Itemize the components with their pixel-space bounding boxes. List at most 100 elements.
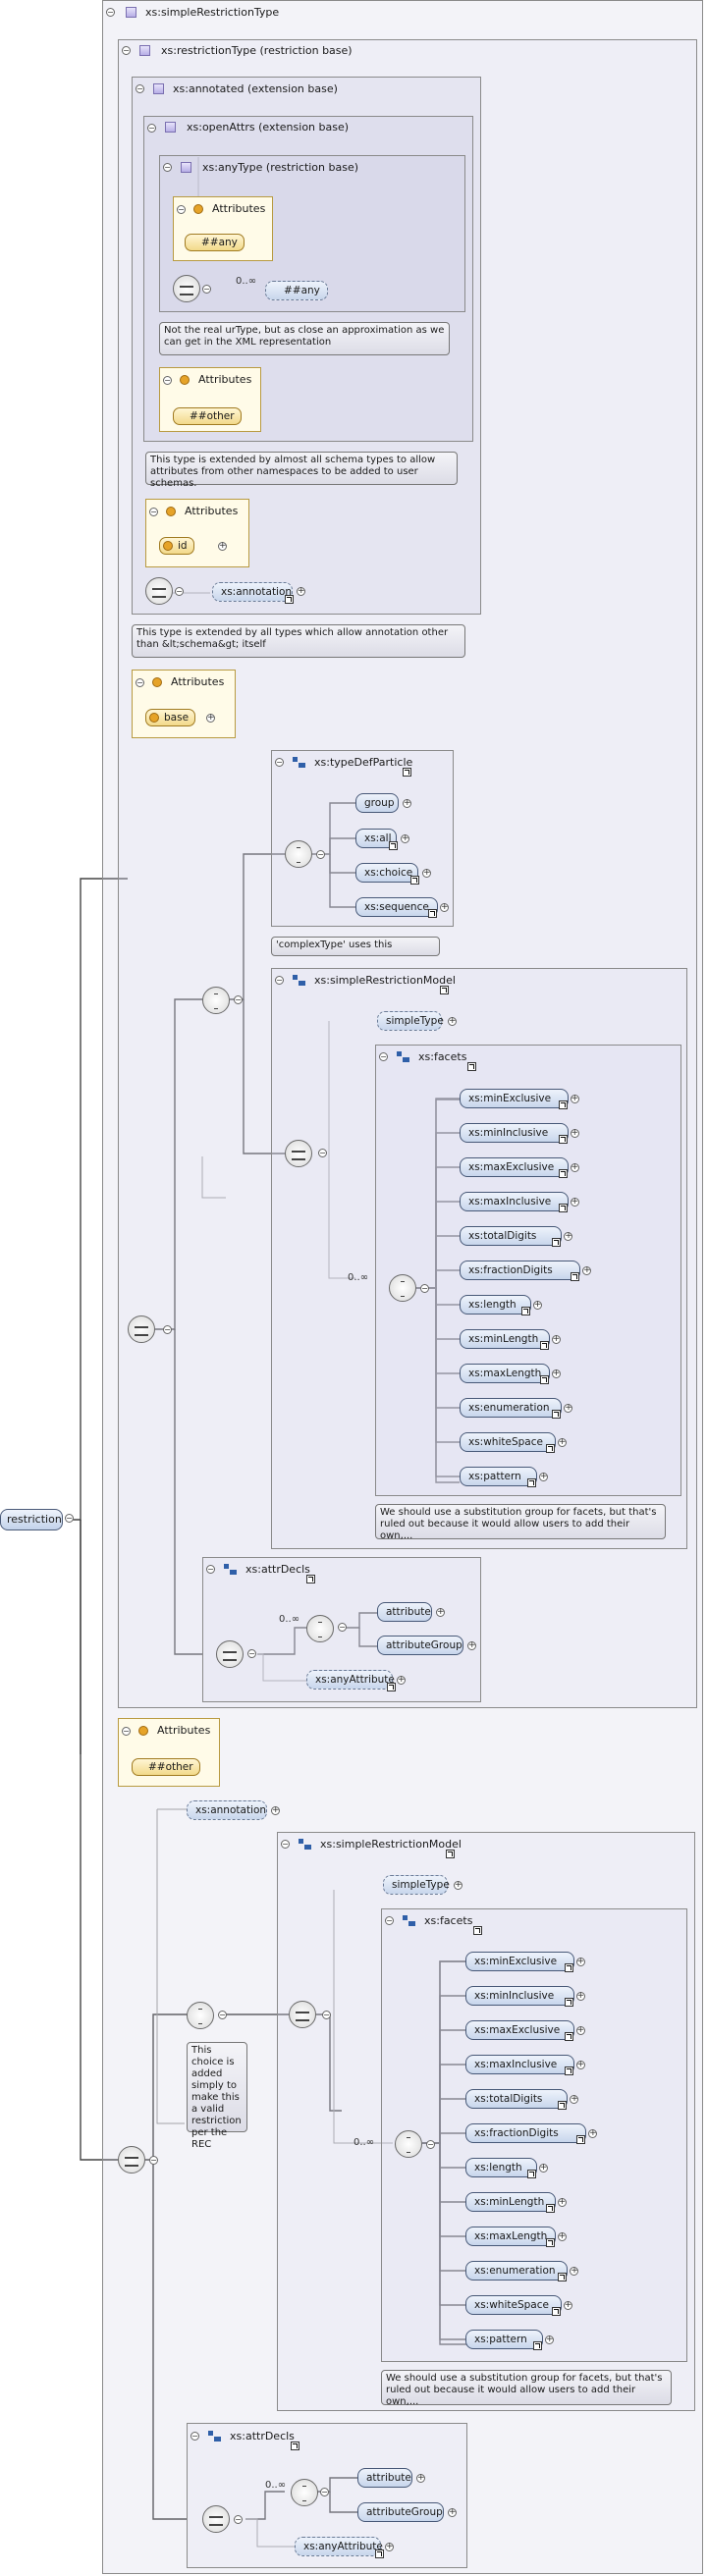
facet-element[interactable]: xs:totalDigits (465, 2089, 569, 2109)
facet-element[interactable]: xs:length (465, 2158, 537, 2177)
expand-icon[interactable]: + (570, 1162, 579, 1172)
expand-icon[interactable]: + (545, 2334, 554, 2344)
expand-icon[interactable]: + (575, 2025, 585, 2035)
collapse-toggle[interactable]: − (149, 508, 158, 516)
expand-icon[interactable]: + (397, 1675, 406, 1685)
collapse-toggle[interactable]: − (320, 2488, 329, 2496)
link-icon[interactable] (285, 595, 294, 604)
expand-icon[interactable]: + (557, 2231, 567, 2241)
facet-element[interactable]: xs:maxLength (465, 2227, 556, 2246)
link-icon[interactable] (440, 986, 449, 994)
facet-element[interactable]: xs:length (460, 1295, 531, 1315)
collapse-toggle[interactable]: − (163, 1325, 172, 1334)
attributeGroup-element[interactable]: attributeGroup (377, 1636, 463, 1655)
collapse-toggle[interactable]: − (218, 2011, 227, 2019)
link-icon[interactable] (564, 1998, 573, 2007)
facet-element[interactable]: xs:maxExclusive (460, 1157, 569, 1177)
facet-element[interactable]: xs:pattern (460, 1467, 537, 1486)
expand-icon[interactable]: + (588, 2128, 598, 2138)
collapse-toggle[interactable]: − (175, 587, 184, 596)
expand-icon[interactable]: + (532, 1300, 542, 1310)
link-icon[interactable] (551, 2307, 561, 2316)
facet-element[interactable]: xs:pattern (465, 2330, 543, 2349)
facet-element[interactable]: xs:whiteSpace (460, 1432, 556, 1452)
attribute-element[interactable]: attribute (377, 1602, 432, 1622)
link-icon[interactable] (539, 1341, 549, 1350)
collapse-toggle[interactable]: − (177, 205, 186, 214)
expand-icon[interactable]: + (401, 833, 409, 843)
expand-icon[interactable]: + (564, 1231, 573, 1241)
facet-element[interactable]: xs:minLength (460, 1329, 550, 1349)
base-attribute[interactable]: base (145, 709, 196, 726)
choice-element[interactable]: xs:choice (355, 863, 418, 883)
expand-icon[interactable]: + (436, 1607, 445, 1617)
link-icon[interactable] (410, 876, 419, 885)
simpleType-element[interactable]: simpleType (377, 1011, 444, 1031)
expand-icon[interactable]: + (467, 1640, 476, 1650)
facet-element[interactable]: xs:maxExclusive (465, 2020, 574, 2040)
link-icon[interactable] (520, 1307, 530, 1315)
expand-icon[interactable]: + (448, 1016, 457, 1026)
collapse-toggle[interactable]: − (163, 163, 172, 172)
link-icon[interactable] (375, 2549, 384, 2558)
link-icon[interactable] (564, 2066, 573, 2075)
expand-icon[interactable]: + (403, 798, 411, 808)
link-icon[interactable] (403, 768, 411, 777)
link-icon[interactable] (558, 2101, 568, 2110)
collapse-toggle[interactable]: − (122, 46, 131, 55)
link-icon[interactable] (387, 1683, 396, 1691)
collapse-toggle[interactable]: − (163, 376, 172, 385)
link-icon[interactable] (473, 1926, 482, 1935)
facet-element[interactable]: xs:minExclusive (465, 1952, 574, 1971)
collapse-toggle[interactable]: − (136, 678, 144, 687)
collapse-toggle[interactable]: − (65, 1514, 74, 1523)
expand-icon[interactable]: + (440, 902, 449, 912)
expand-icon[interactable]: + (422, 868, 431, 878)
link-icon[interactable] (467, 1062, 476, 1071)
expand-icon[interactable]: + (551, 1334, 561, 1344)
link-icon[interactable] (571, 1272, 580, 1281)
expand-icon[interactable]: + (575, 2060, 585, 2069)
expand-icon[interactable]: + (582, 1265, 592, 1275)
link-icon[interactable] (291, 2442, 299, 2450)
expand-icon[interactable]: + (570, 2094, 579, 2104)
facet-element[interactable]: xs:minInclusive (460, 1123, 569, 1143)
expand-icon[interactable]: + (570, 1094, 579, 1103)
expand-icon[interactable]: + (575, 1991, 585, 2001)
expand-icon[interactable]: + (416, 2473, 425, 2483)
collapse-toggle[interactable]: − (147, 124, 156, 133)
all-element[interactable]: xs:all (355, 829, 397, 848)
collapse-toggle[interactable]: − (338, 1623, 347, 1632)
link-icon[interactable] (545, 2238, 555, 2247)
annotation-element[interactable]: xs:annotation (187, 1800, 267, 1820)
link-icon[interactable] (539, 1375, 549, 1384)
facet-element[interactable]: xs:minLength (465, 2192, 556, 2212)
facet-element[interactable]: xs:maxInclusive (460, 1192, 569, 1211)
facet-element[interactable]: xs:minExclusive (460, 1089, 569, 1108)
expand-icon[interactable]: + (575, 1957, 585, 1966)
collapse-toggle[interactable]: − (106, 8, 115, 17)
expand-icon[interactable]: + (563, 2300, 572, 2310)
facet-element[interactable]: xs:totalDigits (460, 1226, 563, 1246)
link-icon[interactable] (552, 1238, 562, 1247)
link-icon[interactable] (564, 1963, 573, 1972)
simpleType-element[interactable]: simpleType (383, 1875, 450, 1895)
attributeGroup-element[interactable]: attributeGroup (357, 2502, 444, 2522)
collapse-toggle[interactable]: − (316, 850, 325, 859)
collapse-toggle[interactable]: − (281, 1840, 290, 1849)
facet-element[interactable]: xs:whiteSpace (465, 2295, 562, 2315)
expand-icon[interactable]: + (570, 2266, 579, 2276)
link-icon[interactable] (558, 1100, 568, 1109)
collapse-toggle[interactable]: − (190, 2432, 199, 2441)
link-icon[interactable] (576, 2135, 586, 2144)
collapse-toggle[interactable]: − (379, 1052, 388, 1061)
facet-element[interactable]: xs:fractionDigits (460, 1261, 581, 1280)
expand-icon[interactable]: + (297, 586, 305, 596)
expand-icon[interactable]: + (557, 1437, 567, 1447)
link-icon[interactable] (545, 1444, 555, 1453)
collapse-toggle[interactable]: − (234, 2515, 243, 2524)
link-icon[interactable] (389, 841, 398, 850)
collapse-toggle[interactable]: − (247, 1649, 256, 1658)
collapse-toggle[interactable]: − (275, 976, 284, 985)
link-icon[interactable] (428, 909, 437, 918)
